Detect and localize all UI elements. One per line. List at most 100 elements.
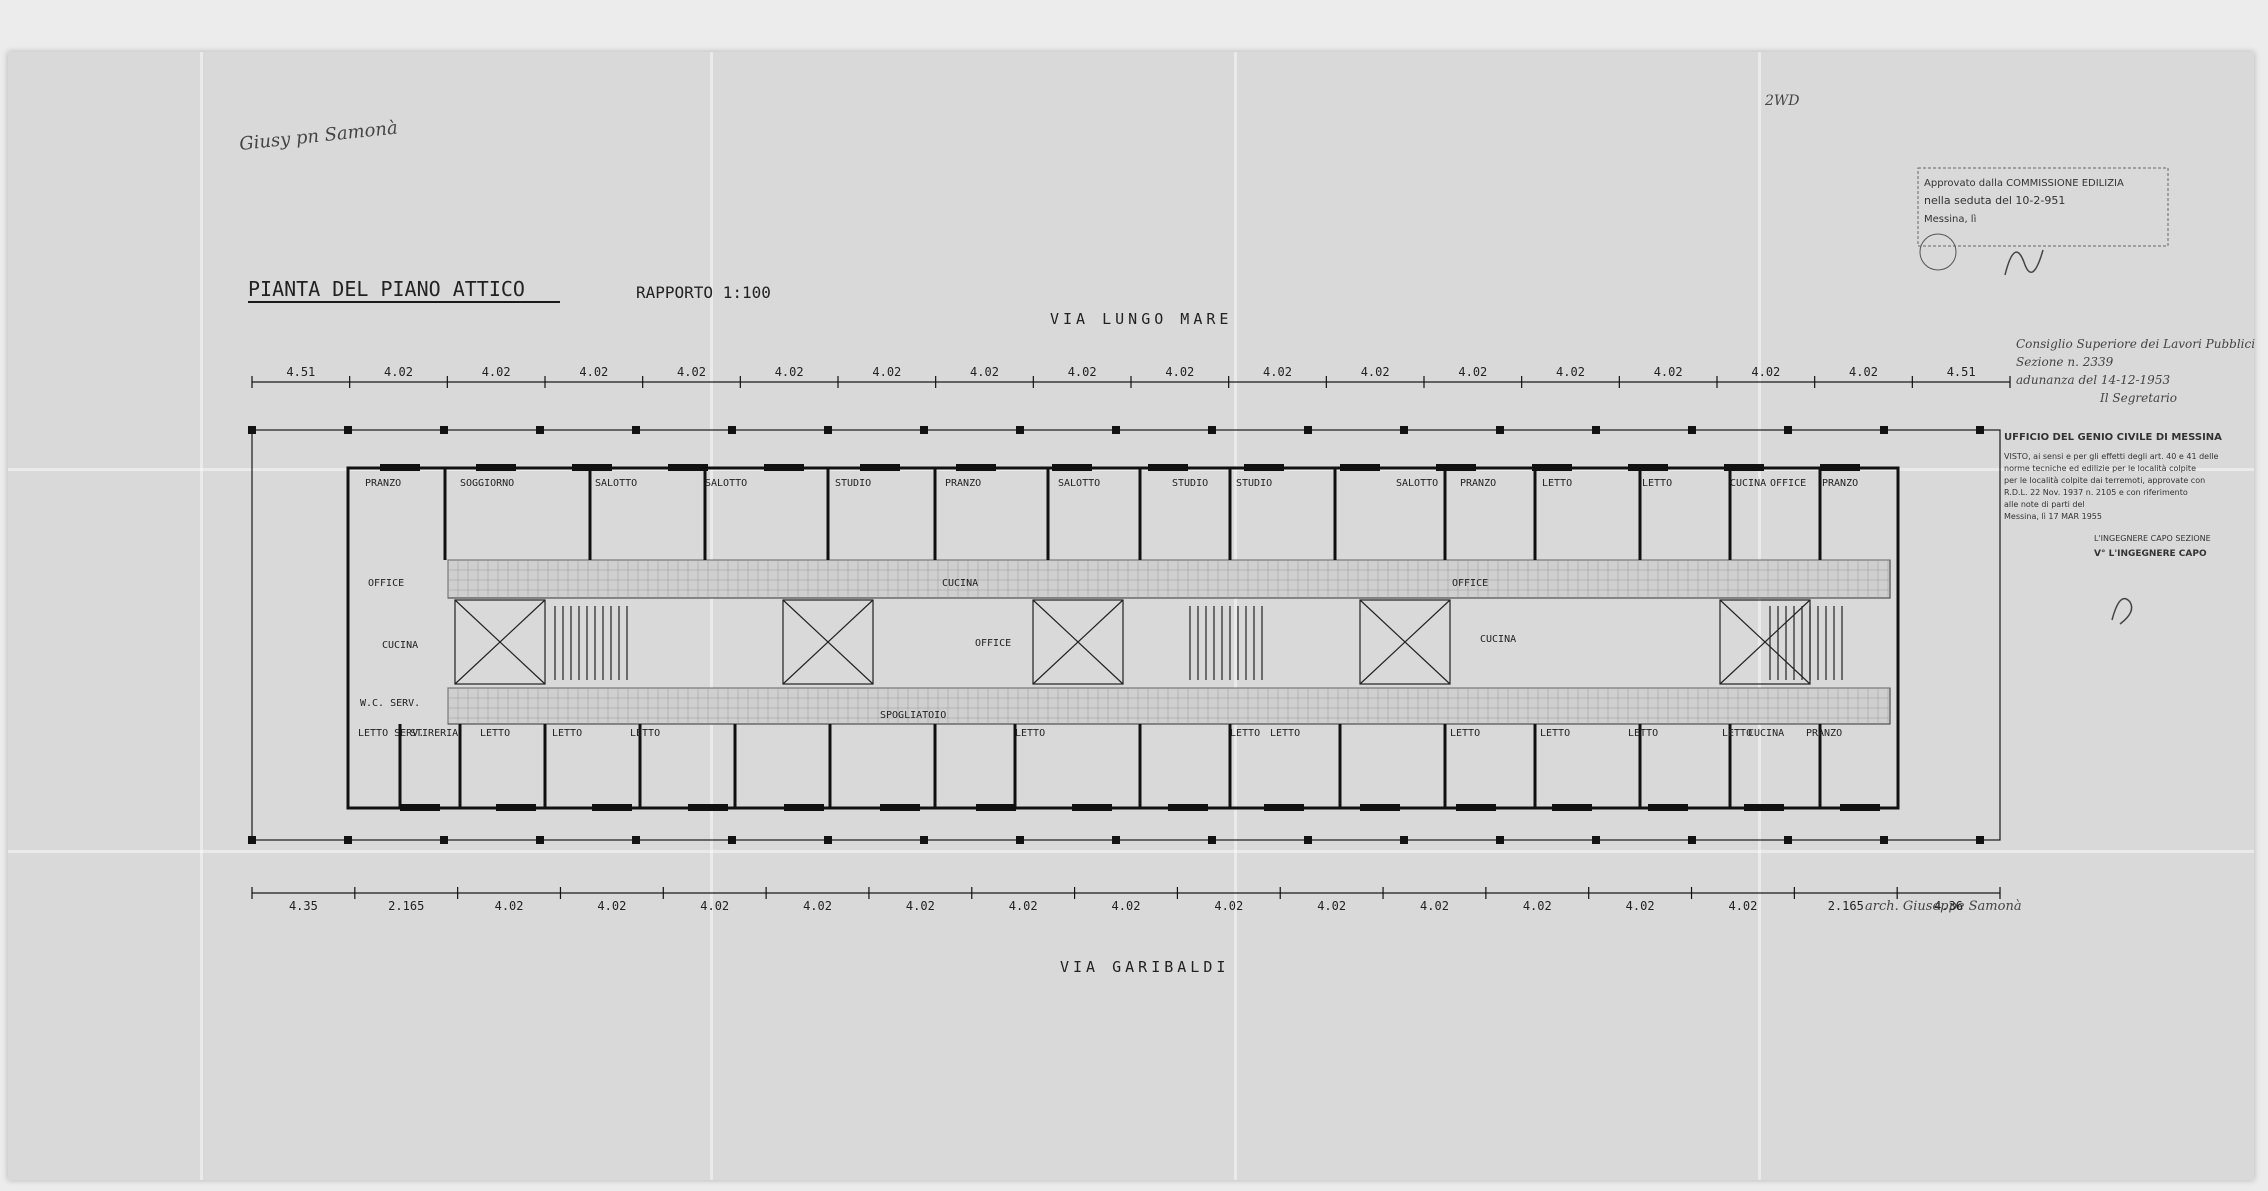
room-label: LETTO (1542, 478, 1572, 489)
room-label: OFFICE (1770, 478, 1806, 489)
corner-note: 2WD (1764, 93, 1800, 109)
room-label: PRANZO (1460, 478, 1496, 489)
room-label: CUCINA (942, 578, 978, 589)
dimension-label: 4.51 (286, 365, 315, 379)
dimension-label: 4.02 (1361, 365, 1390, 379)
room-label: SOGGIORNO (460, 478, 514, 489)
stamp-line: Approvato dalla COMMISSIONE EDILIZIA (1924, 178, 2124, 189)
dimension-label: 4.02 (1654, 365, 1683, 379)
dimension-label: 4.02 (1068, 365, 1097, 379)
paper-background (8, 52, 2254, 1180)
dimension-label: 4.02 (700, 899, 729, 913)
room-label: CUCINA (1748, 728, 1784, 739)
room-label: STUDIO (835, 478, 871, 489)
dimension-label: 4.02 (384, 365, 413, 379)
stamp-line: VISTO, ai sensi e per gli effetti degli … (2004, 452, 2219, 461)
dimension-label: 4.02 (1523, 899, 1552, 913)
fold-line (200, 52, 203, 1180)
stamp-line: nella seduta del 10-2-951 (1924, 194, 2065, 207)
room-label: STUDIO (1172, 478, 1208, 489)
room-label: LETTO (1015, 728, 1045, 739)
dimension-label: 4.02 (1458, 365, 1487, 379)
dimension-label: 4.02 (1420, 899, 1449, 913)
dimension-label: 4.02 (1626, 899, 1655, 913)
genio-civile-stamp: UFFICIO DEL GENIO CIVILE DI MESSINA VIST… (2004, 432, 2222, 625)
stamp-line: R.D.L. 22 Nov. 1937 n. 2105 e con riferi… (2004, 488, 2188, 497)
stair-core (454, 599, 546, 685)
signature-mark (2004, 249, 2044, 276)
room-label: OFFICE (368, 578, 404, 589)
fold-line (1234, 52, 1237, 1180)
stamp-line: per le località colpite dai terremoti, a… (2004, 476, 2205, 485)
dimension-label: 4.02 (677, 365, 706, 379)
stamp-line: V° L'INGEGNERE CAPO (2094, 549, 2207, 559)
dimension-label: 4.02 (597, 899, 626, 913)
building-outline (346, 466, 1900, 810)
street-top-label: VIA LUNGO MARE (1050, 310, 1232, 328)
room-label: LETTO (630, 728, 660, 739)
stamp-header: UFFICIO DEL GENIO CIVILE DI MESSINA (2004, 432, 2222, 443)
room-label: LETTO (1450, 728, 1480, 739)
stamp-line: norme tecniche ed edilizie per le locali… (2004, 464, 2196, 473)
dimension-label: 4.02 (1556, 365, 1585, 379)
stamp-line: Consiglio Superiore dei Lavori Pubblici (2016, 337, 2255, 351)
room-label: LETTO (1642, 478, 1672, 489)
dimension-label: 4.02 (803, 899, 832, 913)
stair-core (1032, 599, 1124, 685)
room-label: CUCINA (1730, 478, 1766, 489)
room-label: LETTO (1722, 728, 1752, 739)
dimension-label: 4.02 (1009, 899, 1038, 913)
drawing-title: PIANTA DEL PIANO ATTICO (248, 277, 525, 301)
dimension-label: 4.02 (1263, 365, 1292, 379)
room-label: SALOTTO (595, 478, 637, 489)
dimension-label: 2.165 (388, 899, 424, 913)
commission-stamp: Approvato dalla COMMISSIONE EDILIZIA nel… (1917, 167, 2169, 276)
room-label: LETTO (1270, 728, 1300, 739)
room-label: SALOTTO (1058, 478, 1100, 489)
room-label: SALOTTO (1396, 478, 1438, 489)
room-label: STUDIO (1236, 478, 1272, 489)
room-label: SALOTTO (705, 478, 747, 489)
dimension-label: 4.02 (970, 365, 999, 379)
council-stamp: Consiglio Superiore dei Lavori Pubblici … (2016, 337, 2255, 405)
dimension-label: 2.165 (1828, 899, 1864, 913)
dimension-label: 4.02 (906, 899, 935, 913)
dimension-label: 4.35 (289, 899, 318, 913)
room-label: PRANZO (945, 478, 981, 489)
dimension-label: 4.02 (775, 365, 804, 379)
handwritten-note: Giusy pn Samonà (238, 117, 398, 155)
stair-core (782, 599, 874, 685)
stair-core (1359, 599, 1451, 685)
dimension-label: 4.02 (1317, 899, 1346, 913)
room-label: LETTO (1628, 728, 1658, 739)
fold-line (710, 52, 713, 1180)
scale-label: RAPPORTO 1:100 (636, 283, 771, 302)
stamp-line: Il Segretario (2099, 391, 2177, 405)
dimension-label: 4.02 (1751, 365, 1780, 379)
dimension-row-top: 4.51 4.02 4.02 4.02 4.02 4.02 4.02 4.02 4.02 4.02… (251, 365, 2011, 388)
fold-line (8, 850, 2254, 853)
corridor-south (447, 687, 1891, 725)
dimension-label: 4.36 (1934, 899, 1963, 913)
room-label: PRANZO (1822, 478, 1858, 489)
dimension-label: 4.02 (872, 365, 901, 379)
room-label: LETTO (1540, 728, 1570, 739)
room-label: LETTO (480, 728, 510, 739)
terrace-outline (251, 429, 2001, 841)
dimension-label: 4.02 (495, 899, 524, 913)
stamp-line: L'INGEGNERE CAPO SEZIONE (2094, 534, 2211, 543)
dimension-label: 4.02 (1728, 899, 1757, 913)
stamp-line: Sezione n. 2339 (2016, 355, 2114, 369)
room-label: LETTO (1230, 728, 1260, 739)
street-bottom-label: VIA GARIBALDI (1060, 958, 1229, 976)
architect-signature: arch. Giuseppe Samonà (1865, 899, 2022, 914)
room-label: LETTO SERV. (358, 728, 424, 739)
room-labels-north: PRANZO SOGGIORNO SALOTTO SALOTTO STUDIO PRANZ… (365, 478, 1858, 489)
room-label: W.C. SERV. (360, 698, 420, 709)
room-label: SPOGLIATOIO (880, 710, 946, 721)
room-label: CUCINA (1480, 634, 1516, 645)
